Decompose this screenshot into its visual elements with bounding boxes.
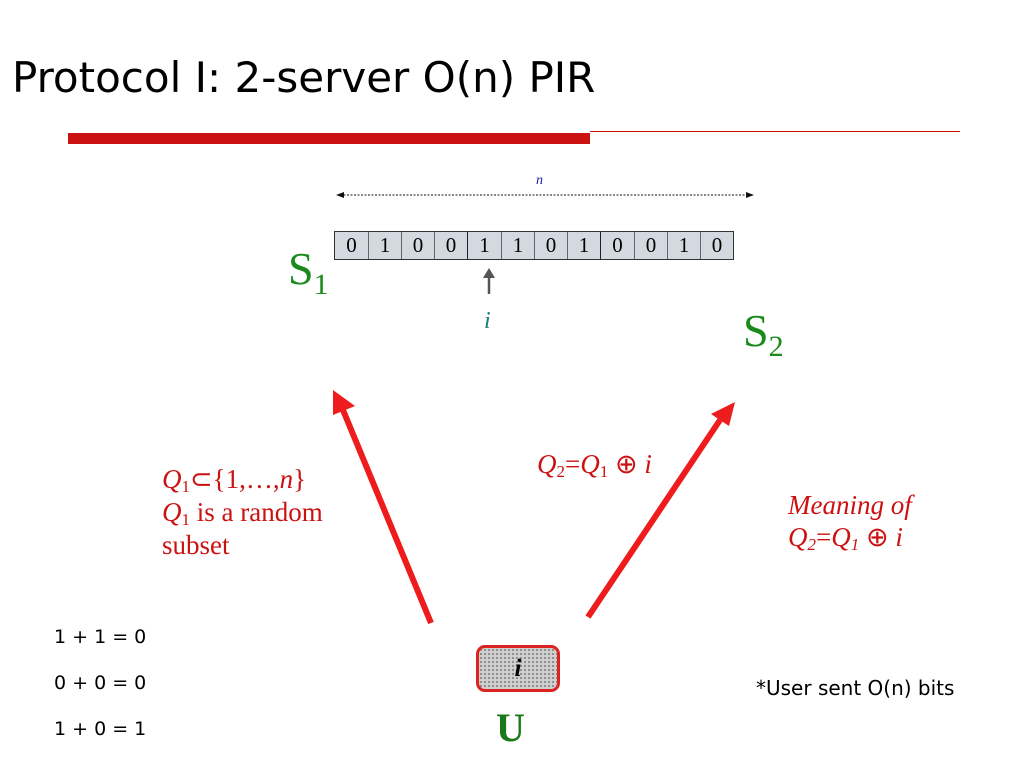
q1-line2-rest: is a random <box>190 497 323 527</box>
title-underline-thick <box>68 133 590 144</box>
query1-line-3: subset <box>162 530 230 560</box>
q2-var: Q <box>537 449 557 479</box>
bit-cell: 0 <box>534 232 567 259</box>
xor-rule: 1 + 0 = 1 <box>54 718 147 740</box>
server-1-letter: S <box>288 243 314 294</box>
server-1-index: 1 <box>313 268 329 301</box>
xor-rules-list: 1 + 1 = 0 0 + 0 = 0 1 + 0 = 1 <box>54 621 146 759</box>
server-2-label: S2 <box>743 305 784 362</box>
xor-rule: 1 + 1 = 0 <box>54 626 147 648</box>
meaning-xor-icon: ⊕ <box>859 522 896 552</box>
query1-line-2: Q1 is a random <box>162 496 323 529</box>
q1-set-var: n <box>279 464 294 494</box>
bit-cell: 0 <box>634 232 667 259</box>
bit-cell: 0 <box>601 232 634 259</box>
query1-description: Q1⊂{1,…,n} Q1 is a random subset <box>162 463 323 562</box>
query2-formula: Q2=Q1 ⊕ i <box>537 448 652 480</box>
meaning-line-1: Meaning of <box>788 490 912 520</box>
user-index-box: i <box>476 645 560 692</box>
q1-sub: 1 <box>181 477 191 496</box>
q1-sub-2: 1 <box>181 510 191 529</box>
user-label: U <box>496 705 525 750</box>
q1-var-2: Q <box>162 497 182 527</box>
q2-q1-sub: 1 <box>599 462 609 481</box>
bit-cell: 0 <box>335 232 368 259</box>
q2-eq: = <box>565 449 581 479</box>
bit-group: 0 1 0 0 <box>335 232 467 259</box>
bit-cell: 1 <box>501 232 534 259</box>
xor-rule: 0 + 0 = 0 <box>54 672 147 694</box>
server-1-label: S1 <box>288 243 329 300</box>
meaning-line-2: Q2=Q1 ⊕ i <box>788 521 912 553</box>
n-label: n <box>536 173 543 188</box>
meaning-q-var: Q <box>788 522 808 552</box>
bit-cell: 0 <box>434 232 467 259</box>
q2-i-var: i <box>644 449 652 479</box>
server-2-letter: S <box>743 305 769 356</box>
footnote: *User sent O(n) bits <box>756 676 955 700</box>
query2-arrow <box>585 402 735 619</box>
bit-cell: 0 <box>401 232 434 259</box>
bit-group: 0 0 1 0 <box>600 232 733 259</box>
meaning-note: Meaning of Q2=Q1 ⊕ i <box>788 489 912 553</box>
meaning-i-var: i <box>895 522 903 552</box>
slide-title: Protocol I: 2-server O(n) PIR <box>12 53 596 102</box>
meaning-eq: = <box>816 522 832 552</box>
bit-cell: 1 <box>667 232 700 259</box>
query1-line-1: Q1⊂{1,…,n} <box>162 463 323 496</box>
title-underline-thin <box>590 131 960 132</box>
meaning-q1-sub: 1 <box>850 535 860 554</box>
meaning-q1-var: Q <box>831 522 851 552</box>
bit-cell: 0 <box>700 232 733 259</box>
meaning-q-sub: 2 <box>807 535 817 554</box>
bit-group: 1 1 0 1 <box>467 232 600 259</box>
index-label: i <box>484 308 491 334</box>
q2-xor-icon: ⊕ <box>608 449 645 479</box>
q1-set-prefix: ⊂{1,…, <box>190 464 280 494</box>
server-2-index: 2 <box>768 330 784 363</box>
query1-arrow <box>333 390 434 625</box>
bit-cell: 1 <box>567 232 600 259</box>
bit-cell: 1 <box>368 232 401 259</box>
q1-set-suffix: } <box>293 464 307 494</box>
database-bit-array: 0 1 0 0 1 1 0 1 0 0 1 0 <box>334 231 734 260</box>
q2-sub: 2 <box>556 462 566 481</box>
q1-var: Q <box>162 464 182 494</box>
q2-q1-var: Q <box>580 449 600 479</box>
index-pointer-arrow <box>483 268 495 294</box>
bit-cell: 1 <box>468 232 501 259</box>
